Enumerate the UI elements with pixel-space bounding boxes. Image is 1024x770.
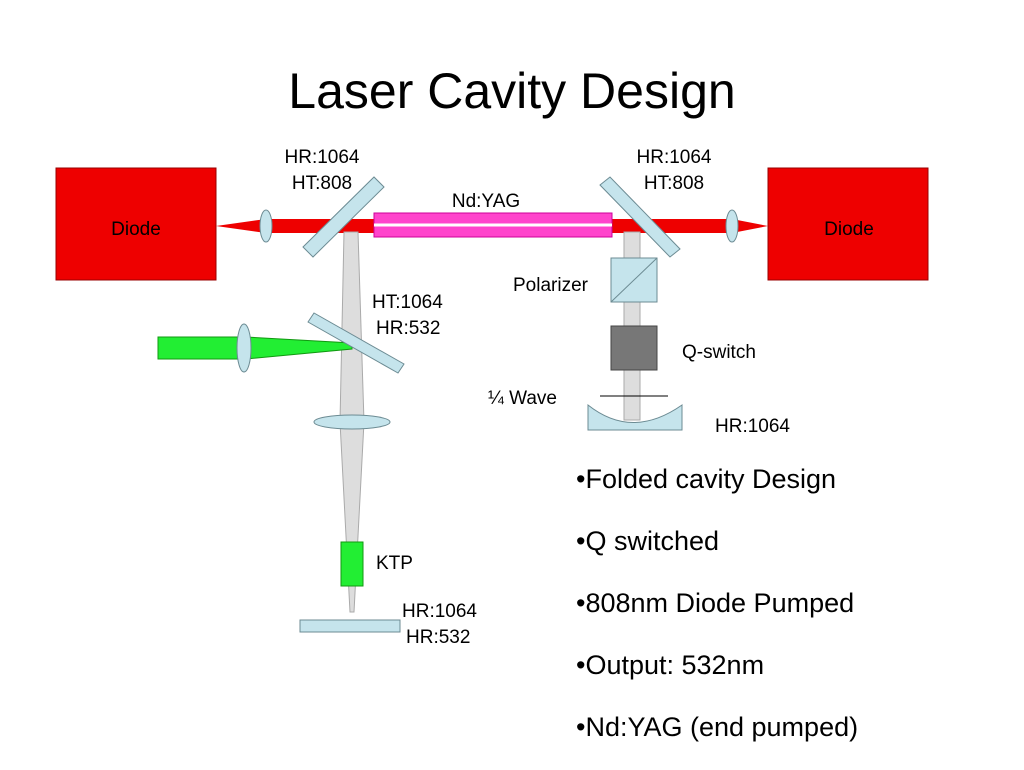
diode-left-label: Diode [111,219,161,240]
hr-end-mirror [587,403,683,431]
bullet-list: •Folded cavity Design •Q switched •808nm… [576,460,858,770]
ktp-label: KTP [376,553,413,574]
mirror-right-label-1: HR:1064 [637,147,712,168]
hr-end-label: HR:1064 [715,416,790,437]
dichroic-label-1: HT:1064 [372,292,443,313]
mirror-right-label-2: HT:808 [644,173,704,194]
q-switch [610,325,658,371]
polarizer-label: Polarizer [513,275,589,296]
quarter-wave-label: ¼ Wave [488,388,557,409]
qswitch-label: Q-switch [682,342,756,363]
pump-beam-right [606,219,768,233]
bullet-item: •Folded cavity Design [576,464,837,494]
diode-left [55,167,217,281]
pump-lens-left [259,209,273,243]
green-output-lens [236,323,252,373]
slide-title: Laser Cavity Design [288,63,736,119]
fold-mirror-left [302,176,385,258]
bullet-item: •Nd:YAG (end pumped) [576,712,859,742]
diode-right [767,167,929,281]
fold-mirror-right [599,176,681,258]
ktp-crystal [340,541,364,587]
output-mirror-label-1: HR:1064 [402,601,477,622]
bullet-item: •Q switched [576,526,720,556]
polarizer-diagonal [610,257,658,303]
output-mirror [299,619,401,633]
bullet-item: •Output: 532nm [576,650,765,680]
pump-lens-right [725,209,739,243]
dichroic-label-2: HR:532 [376,318,440,339]
diode-right-label: Diode [824,219,874,240]
ndyag-label: Nd:YAG [452,191,520,212]
bullet-item: •808nm Diode Pumped [576,588,855,618]
mirror-left-label-2: HT:808 [292,173,352,194]
pump-beam-left [216,219,378,233]
dichroic-mirror [307,312,405,374]
mirror-left-label-1: HR:1064 [285,147,360,168]
focus-lens [313,414,391,430]
green-output-beam [157,336,353,360]
output-mirror-label-2: HR:532 [406,627,470,648]
